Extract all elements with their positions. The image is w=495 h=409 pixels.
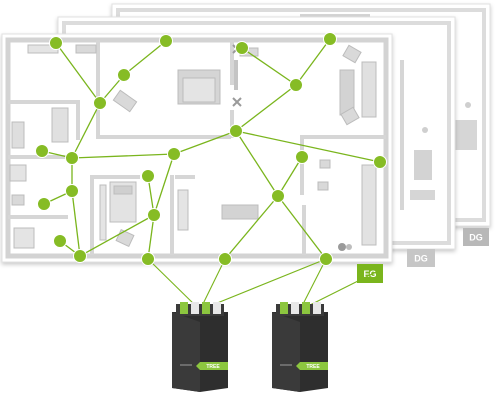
- gateway-label: TREE: [306, 364, 320, 370]
- sensor-node-icon: [49, 36, 63, 50]
- sensor-node-icon: [73, 249, 87, 263]
- sensor-node-icon: [319, 252, 333, 266]
- floor-plan-front: [1, 33, 393, 263]
- svg-text:DG: DG: [469, 233, 483, 243]
- sensor-node-icon: [93, 96, 107, 110]
- sensor-nodes: [35, 32, 387, 266]
- sensor-node-icon: [271, 189, 285, 203]
- sensor-node-icon: [218, 252, 232, 266]
- sensor-node-icon: [295, 150, 309, 164]
- svg-text:DG: DG: [414, 254, 428, 264]
- svg-text:EG: EG: [363, 269, 376, 279]
- sensor-node-icon: [53, 234, 67, 248]
- sensor-node-icon: [167, 147, 181, 161]
- sensor-node-icon: [147, 208, 161, 222]
- floor-tag-middle: DG: [407, 249, 435, 267]
- sensor-node-icon: [323, 32, 337, 46]
- sensor-node-icon: [289, 78, 303, 92]
- sensor-node-icon: [235, 41, 249, 55]
- furniture: [9, 44, 377, 249]
- sensor-node-icon: [37, 197, 51, 211]
- gateway-device-2: TREE: [272, 302, 328, 392]
- gateway-links: [147, 258, 381, 311]
- gateway-device-1: TREE: [172, 302, 228, 392]
- sensor-node-icon: [65, 151, 79, 165]
- sensor-node-icon: [159, 34, 173, 48]
- sensor-node-icon: [35, 144, 49, 158]
- mesh-links: [41, 38, 381, 260]
- sensor-node-icon: [117, 68, 131, 82]
- floor-tag-back: DG: [463, 228, 489, 246]
- sensor-node-icon: [141, 169, 155, 183]
- sensor-node-icon: [65, 184, 79, 198]
- sensor-node-icon: [373, 155, 387, 169]
- sensor-node-icon: [141, 252, 155, 266]
- gateway-label: TREE: [206, 364, 220, 370]
- sensor-node-icon: [229, 124, 243, 138]
